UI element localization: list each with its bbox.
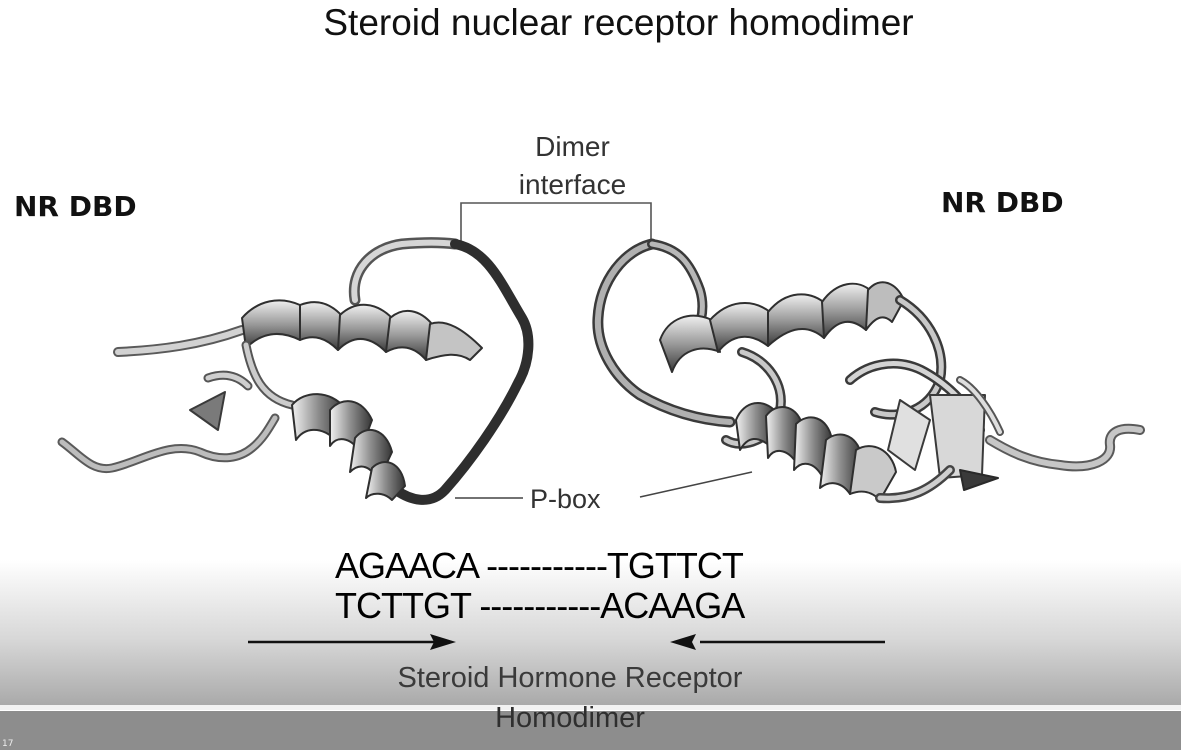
- bottom-fade-overlay: [0, 560, 1181, 705]
- nr-dbd-right-label: NR DBD: [941, 186, 1064, 219]
- dna-bottom-strand: TCTTGT -----------ACAAGA: [335, 585, 745, 626]
- right-dbd-ribbon: [592, 238, 1145, 504]
- footer-divider: [0, 705, 1181, 710]
- dna-top-strand: AGAACA -----------TGTTCT: [335, 545, 744, 586]
- slide-title: Steroid nuclear receptor homodimer: [323, 2, 914, 43]
- p-box-label: P-box: [530, 484, 601, 514]
- caption-line1: Steroid Hormone Receptor: [397, 662, 743, 694]
- slide-number: 17: [2, 739, 14, 749]
- footer-bar: [0, 711, 1181, 750]
- caption-line2: Homodimer: [495, 702, 645, 734]
- left-arrow: [248, 634, 456, 650]
- dimer-interface-label: Dimer interface: [500, 128, 645, 204]
- dimer-interface-line2: interface: [518, 169, 627, 200]
- dimer-interface-bracket: [460, 202, 652, 243]
- right-arrow: [670, 634, 885, 650]
- p-box-leader-lines: [455, 471, 753, 499]
- nr-dbd-left-label: NR DBD: [14, 190, 137, 223]
- dimer-interface-line1: Dimer: [535, 131, 610, 162]
- left-dbd-ribbon: [57, 237, 534, 505]
